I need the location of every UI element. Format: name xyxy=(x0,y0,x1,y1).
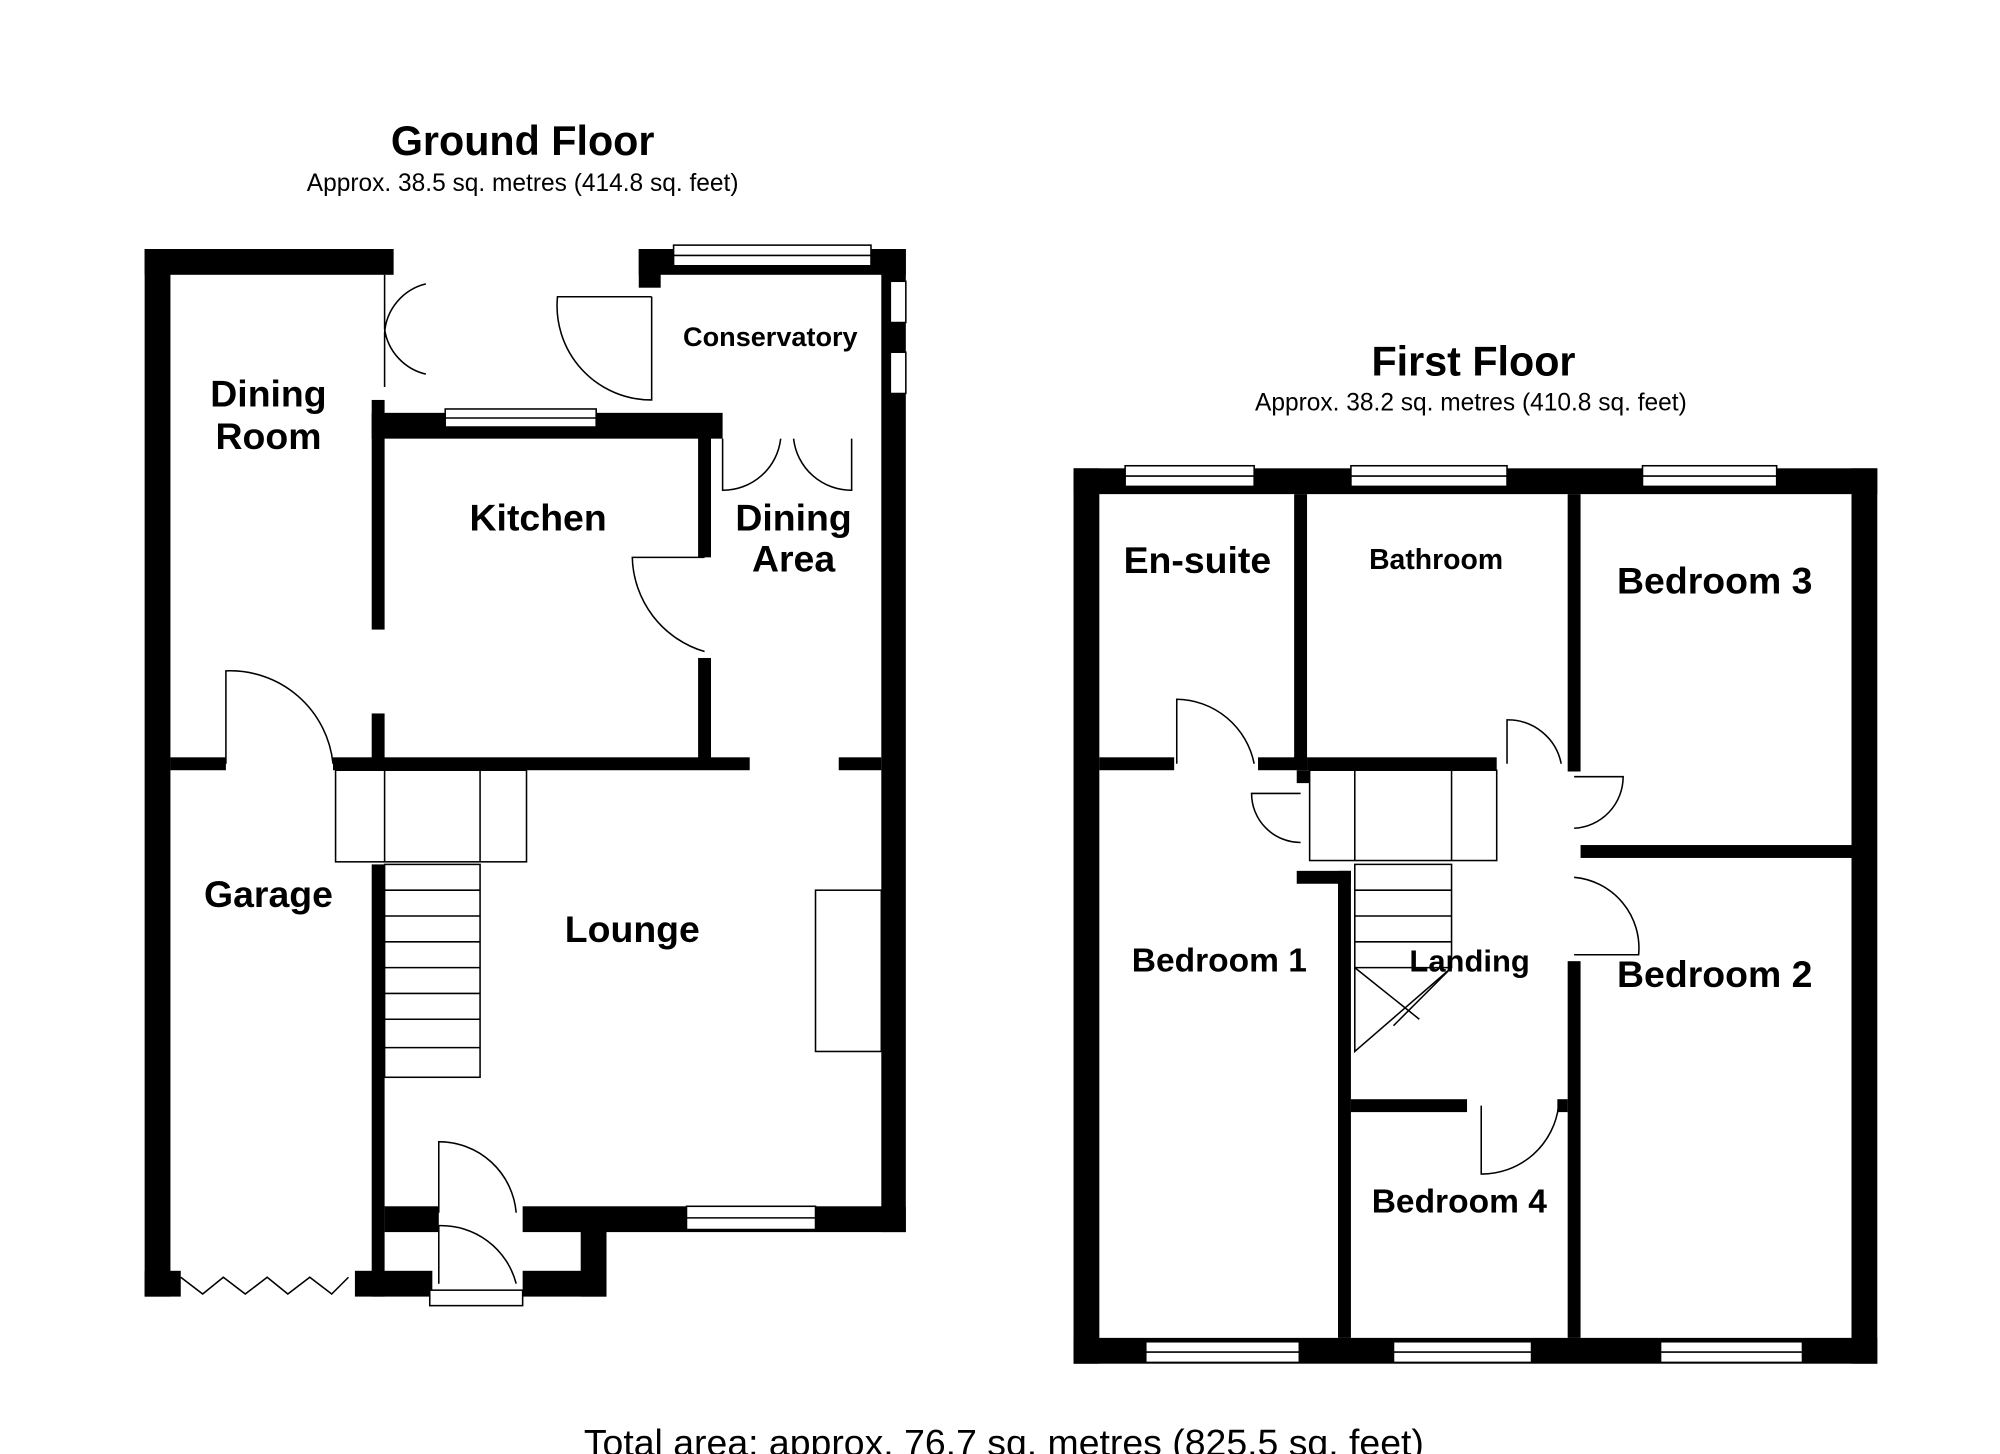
room-landing: Landing xyxy=(1409,943,1529,978)
room-bedroom-1: Bedroom 1 xyxy=(1132,942,1307,979)
first-floor-labels: En-suite Bathroom Bedroom 3 Bedroom 1 La… xyxy=(1124,539,1813,1221)
first-floor-title: First Floor xyxy=(1371,338,1575,384)
first-floor-area: Approx. 38.2 sq. metres (410.8 sq. feet) xyxy=(1255,389,1687,416)
room-dining-room-2: Room xyxy=(215,415,321,457)
room-conservatory: Conservatory xyxy=(683,321,858,352)
ground-floor-windows xyxy=(180,244,907,1307)
ground-floor-area: Approx. 38.5 sq. metres (414.8 sq. feet) xyxy=(307,170,739,197)
ground-floor-fixtures xyxy=(225,274,883,1284)
room-dining-room: Dining xyxy=(210,372,326,414)
room-kitchen: Kitchen xyxy=(470,496,607,538)
ground-floor-walls xyxy=(144,248,906,1297)
room-bedroom-3: Bedroom 3 xyxy=(1617,559,1812,601)
first-floor-fixtures xyxy=(1175,698,1640,1175)
room-en-suite: En-suite xyxy=(1124,539,1272,581)
total-area: Total area: approx. 76.7 sq. metres (825… xyxy=(584,1421,1424,1454)
first-floor-walls xyxy=(1073,468,1878,1364)
ground-floor-labels: Dining Room Conservatory Kitchen Dining … xyxy=(204,321,858,950)
ground-floor-title: Ground Floor xyxy=(391,118,655,164)
room-bedroom-2: Bedroom 2 xyxy=(1617,953,1812,995)
room-garage: Garage xyxy=(204,873,333,915)
first-floor-windows xyxy=(1124,464,1804,1364)
room-lounge: Lounge xyxy=(565,908,700,950)
room-bathroom: Bathroom xyxy=(1369,544,1503,576)
room-dining-area: Dining xyxy=(735,496,851,538)
room-dining-area-2: Area xyxy=(752,538,836,580)
room-bedroom-4: Bedroom 4 xyxy=(1372,1184,1547,1221)
